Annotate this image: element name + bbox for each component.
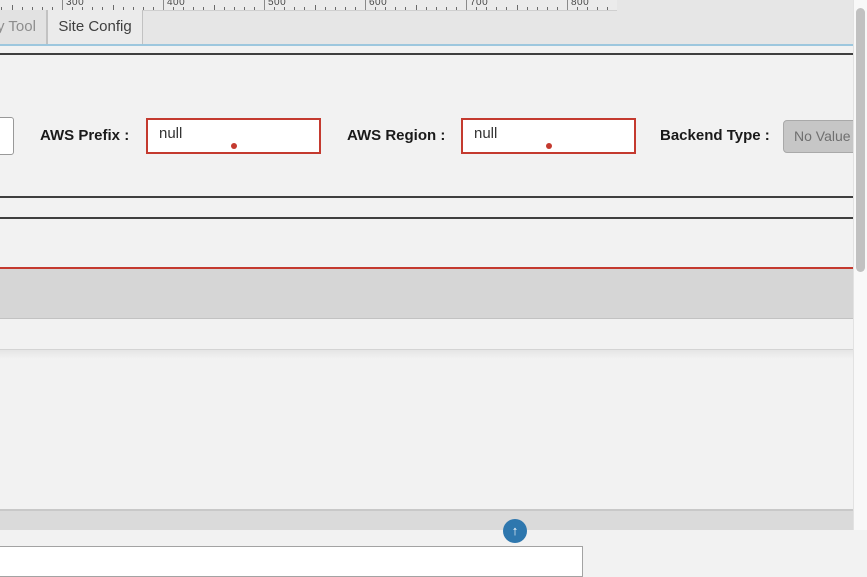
ruler-tick	[334, 7, 336, 10]
ruler-tick	[152, 7, 154, 10]
ruler-tick	[213, 5, 215, 10]
ruler-label: 700	[470, 0, 489, 8]
ruler-tick	[425, 7, 427, 10]
aws-prefix-input[interactable]: null	[146, 118, 321, 154]
ruler-tick	[233, 7, 235, 10]
tab-site-config-label: Site Config	[58, 18, 132, 35]
ruler-tick	[11, 5, 13, 10]
aws-region-value: null	[474, 125, 498, 142]
ruler-label: 800	[571, 0, 590, 8]
bottom-status-bar	[0, 511, 853, 530]
section-border	[0, 349, 853, 350]
ruler-tick	[92, 7, 94, 10]
backend-type-label: Backend Type :	[660, 127, 770, 144]
ruler-tick	[324, 7, 326, 10]
header-tab-bar: 300 400 500 600 700 800 y Tool Site Config	[0, 0, 853, 46]
ruler-tick	[193, 7, 195, 10]
ruler-tick	[21, 7, 23, 10]
arrow-up-icon: ↑	[511, 523, 519, 538]
ruler-tick	[354, 7, 356, 10]
ruler-tick	[506, 7, 508, 10]
ruler-tick	[556, 7, 558, 10]
wide-text-input[interactable]	[0, 546, 583, 577]
ruler-tick	[284, 7, 286, 10]
ruler-tick	[607, 7, 609, 10]
toolbar-band	[0, 269, 853, 577]
ruler-tick	[243, 7, 245, 10]
ruler-tick	[102, 7, 104, 10]
ruler-tick	[1, 7, 3, 10]
ruler-label: 300	[66, 0, 85, 8]
left-cut-input[interactable]	[0, 117, 14, 155]
ruler-tick	[587, 7, 589, 10]
ruler-tick	[395, 7, 397, 10]
ruler-tick	[223, 7, 225, 10]
ruler-tick	[405, 7, 407, 10]
ruler-tick	[455, 7, 457, 10]
ruler-tick	[173, 7, 175, 10]
ruler-tick	[567, 0, 568, 10]
ruler-tick	[445, 7, 447, 10]
scroll-to-top-button[interactable]: ↑	[503, 519, 527, 543]
error-dot-icon	[545, 143, 552, 149]
ruler-tick	[41, 7, 43, 10]
ruler-tick	[163, 0, 164, 10]
vertical-scrollbar[interactable]	[853, 0, 867, 530]
ruler-tick	[365, 0, 366, 10]
ruler-tick	[112, 5, 114, 10]
ruler-tick	[496, 7, 498, 10]
aws-region-input[interactable]: null	[461, 118, 636, 154]
ruler-tick	[314, 5, 316, 10]
tab-site-config[interactable]: Site Config	[47, 10, 143, 44]
error-dot-icon	[230, 143, 237, 149]
section-shadow	[0, 350, 853, 359]
red-divider-line	[0, 267, 853, 269]
ruler-tick	[486, 7, 488, 10]
backend-type-value: No Value	[794, 128, 851, 144]
ruler-tick	[344, 7, 346, 10]
tab-query-tool-label: y Tool	[0, 18, 36, 35]
ruler-tick	[415, 5, 417, 10]
ruler-tick	[253, 7, 255, 10]
ruler-tick	[466, 0, 467, 10]
ruler-tick	[577, 7, 579, 10]
ruler-tick	[122, 7, 124, 10]
aws-region-label: AWS Region :	[347, 127, 446, 144]
ruler-tick	[435, 7, 437, 10]
ruler-tick	[526, 7, 528, 10]
ruler-tick	[82, 7, 84, 10]
scrollbar-thumb[interactable]	[856, 8, 865, 272]
measurement-ruler: 300 400 500 600 700 800	[0, 0, 617, 11]
tab-query-tool[interactable]: y Tool	[0, 10, 47, 44]
ruler-tick	[51, 7, 53, 10]
ruler-tick	[597, 7, 599, 10]
ruler-tick	[536, 7, 538, 10]
divider-line-2	[0, 217, 853, 219]
ruler-tick	[62, 0, 63, 10]
ruler-tick	[375, 7, 377, 10]
ruler-label: 400	[167, 0, 186, 8]
ruler-tick	[264, 0, 265, 10]
aws-prefix-label: AWS Prefix :	[40, 127, 130, 144]
ruler-tick	[546, 7, 548, 10]
ruler-tick	[142, 7, 144, 10]
ruler-tick	[385, 7, 387, 10]
ruler-label: 500	[268, 0, 287, 8]
ruler-tick	[274, 7, 276, 10]
ruler-tick	[476, 7, 478, 10]
ruler-tick	[72, 7, 74, 10]
ruler-tick	[183, 7, 185, 10]
ruler-label: 600	[369, 0, 388, 8]
ruler-tick	[31, 7, 33, 10]
divider-line-top	[0, 53, 853, 55]
ruler-tick	[516, 5, 518, 10]
aws-prefix-value: null	[159, 125, 183, 142]
ruler-tick	[294, 7, 296, 10]
ruler-tick	[203, 7, 205, 10]
backend-type-select[interactable]: No Value	[783, 120, 859, 153]
bottom-divider	[0, 509, 853, 511]
divider-line-1	[0, 196, 853, 198]
ruler-tick	[132, 7, 134, 10]
ruler-tick	[304, 7, 306, 10]
